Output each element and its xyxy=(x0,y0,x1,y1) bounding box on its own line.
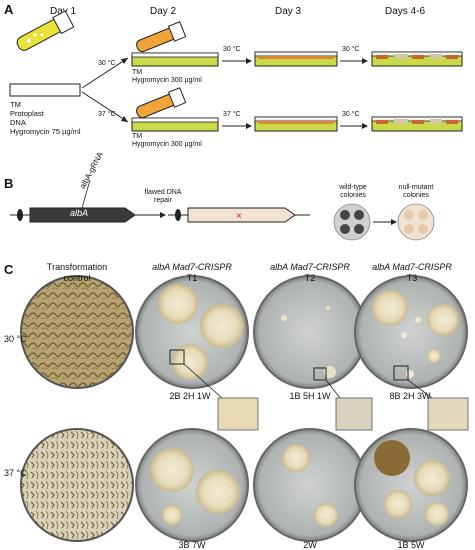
hyg-label-bottom: Hygromycin 300 µg/ml xyxy=(132,141,202,148)
plate-t2-30 xyxy=(253,275,367,389)
arrow-temp-30-d3: 30 °C xyxy=(342,46,360,53)
header-t3-line2: T3 xyxy=(406,272,418,283)
albA-gene-wt xyxy=(29,207,136,223)
day-2-label: Day 2 xyxy=(150,6,177,17)
wild-type-label: wild-type colonies xyxy=(339,184,367,199)
zoom-inset-t2 xyxy=(335,397,373,431)
day1-label-hygromycin: Hygromycin 75 µg/ml xyxy=(10,127,81,136)
hyg-label-top: Hygromycin 300 µg/ml xyxy=(132,77,202,84)
row-temp-30: 30 °C xyxy=(4,334,27,344)
panel-a-letter: A xyxy=(4,2,14,17)
null-mutant-label: null-mutant colonies xyxy=(398,184,434,199)
count-t1-30: 2B 2H 1W xyxy=(169,391,211,401)
arrow-temp-30-d3-bottom: 30 °C xyxy=(342,111,360,118)
repair-label: flawed DNA repair xyxy=(144,189,182,204)
count-t3-37: 1B 5W xyxy=(397,540,425,550)
count-t1-37: 3B 7W xyxy=(178,540,206,550)
count-t2-37: 2W xyxy=(303,540,317,550)
plate-t3-37 xyxy=(354,428,468,542)
header-t2-line1: albA Mad7-CRISPR xyxy=(270,262,350,272)
arrow-temp-30-d2: 30 °C xyxy=(223,46,241,53)
tm-label-top: TM xyxy=(132,69,143,76)
plate-control-37 xyxy=(20,428,134,542)
day-3-label: Day 3 xyxy=(275,6,302,17)
zoom-inset-t3 xyxy=(427,397,469,431)
header-control-line1: Transformation xyxy=(46,262,108,272)
header-t1-line1: albA Mad7-CRISPR xyxy=(152,262,232,272)
day1-label-protoplast: Protoplast xyxy=(10,109,44,118)
svg-text:×: × xyxy=(236,211,242,222)
header-t3: albA Mad7-CRISPR T3 xyxy=(356,262,468,283)
header-control: Transformation control xyxy=(27,262,127,283)
header-control-line2: control xyxy=(63,272,91,283)
header-t2: albA Mad7-CRISPR T2 xyxy=(254,262,366,283)
temp-30-branch: 30 °C xyxy=(98,60,116,67)
panel-c-letter: C xyxy=(4,262,14,277)
day1-plate xyxy=(9,83,81,97)
plate-control-30 xyxy=(20,275,134,389)
day1-label-dna: DNA xyxy=(10,118,26,127)
wild-type-plate xyxy=(333,203,371,241)
null-mutant-plate xyxy=(397,203,435,241)
day-4-6-label: Days 4-6 xyxy=(385,6,426,17)
arrow-temp-37-d2: 37 °C xyxy=(223,111,241,118)
panel-b-letter: B xyxy=(4,176,14,191)
albA-gene-mutant xyxy=(187,207,296,223)
header-t1-line2: T1 xyxy=(186,272,198,283)
row-temp-37: 37 °C xyxy=(4,468,27,478)
count-t2-30: 1B 5H 1W xyxy=(289,391,331,401)
day-1-label: Day 1 xyxy=(50,6,77,17)
day1-ingredients: TM Protoplast DNA Hygromycin 75 µg/ml xyxy=(10,100,81,136)
header-t2-line2: T2 xyxy=(304,272,316,283)
header-t3-line1: albA Mad7-CRISPR xyxy=(372,262,452,272)
day1-label-tm: TM xyxy=(10,100,21,109)
count-t3-30: 8B 2H 3W xyxy=(389,391,431,401)
tube-day1 xyxy=(16,10,75,51)
tm-label-bottom: TM xyxy=(132,133,143,140)
plate-t2-37 xyxy=(253,428,367,542)
header-t1: albA Mad7-CRISPR T1 xyxy=(136,262,248,283)
gene-label: albA xyxy=(70,208,89,218)
zoom-inset-t1 xyxy=(217,397,259,431)
temp-37-branch: 37 °C xyxy=(98,111,116,118)
